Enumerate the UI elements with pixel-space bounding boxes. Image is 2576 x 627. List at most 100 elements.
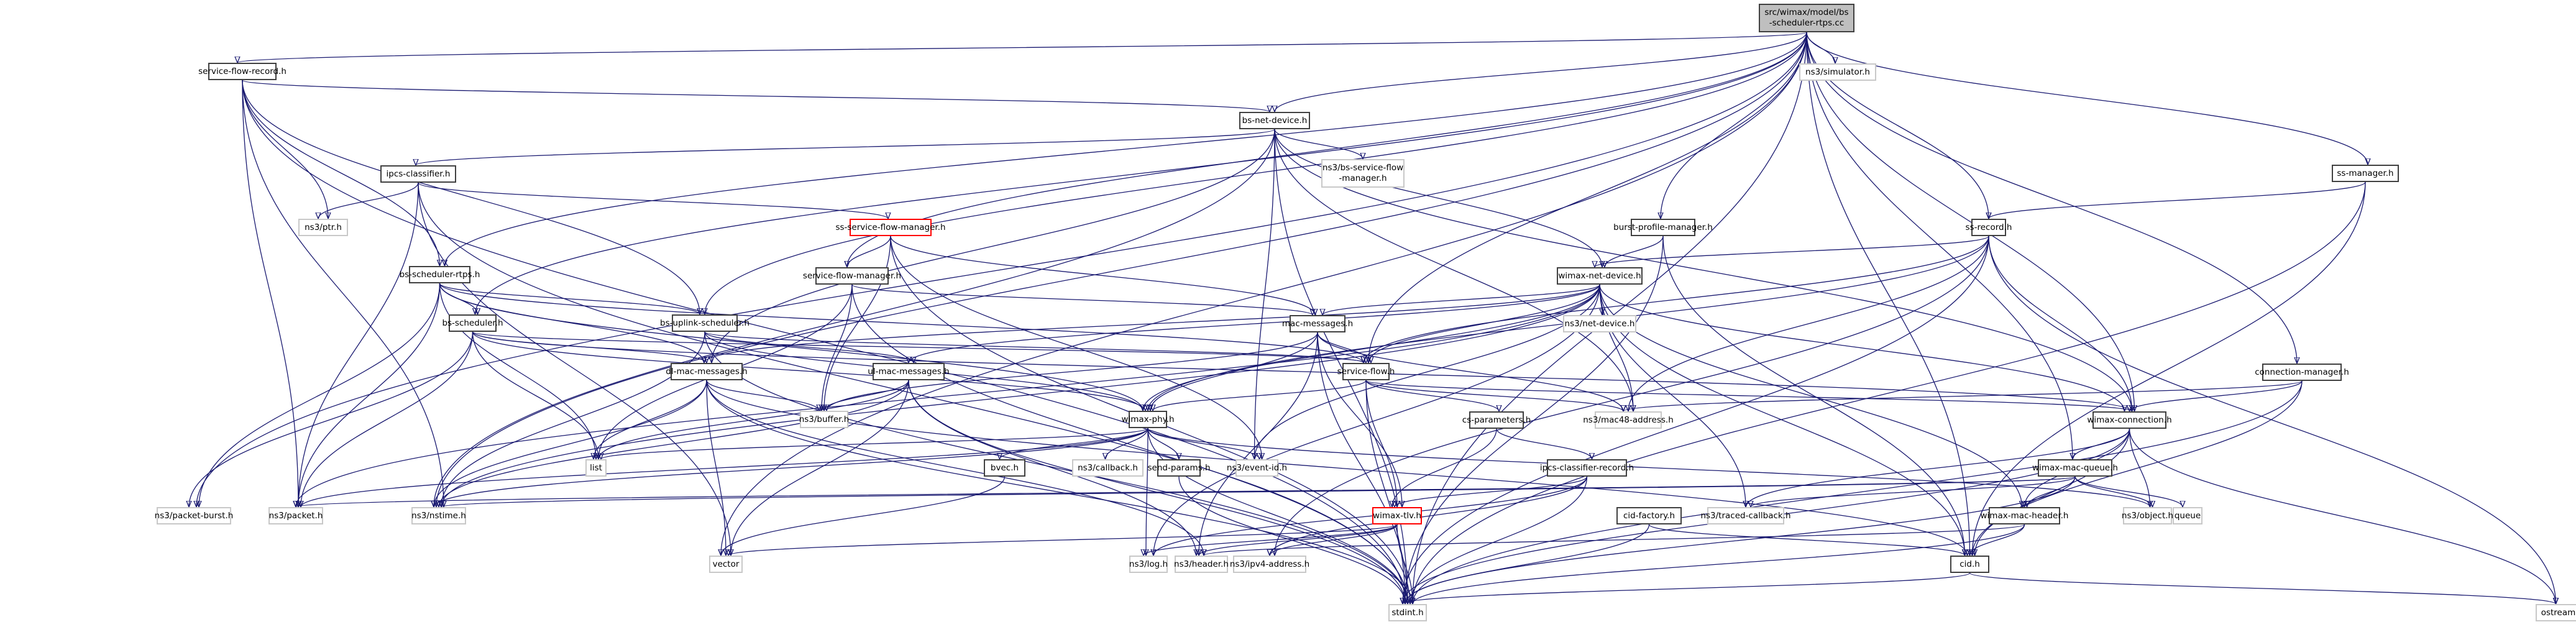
node-ns3-traced-callback[interactable]: ns3/traced-callback.h [1700, 507, 1791, 524]
node-ns3-packet[interactable]: ns3/packet.h [268, 507, 323, 524]
edge-wnd-to-mac48 [1599, 284, 1633, 411]
node-stdint[interactable]: stdint.h [1388, 604, 1427, 621]
node-ns3-object[interactable]: ns3/object.h [2122, 507, 2173, 524]
node-ns3-callback[interactable]: ns3/callback.h [1072, 459, 1144, 477]
node-ss-record[interactable]: ss-record.h [1966, 219, 2012, 236]
node-ns3-net-device[interactable]: ns3/net-device.h [1563, 315, 1636, 332]
edge-sfm-to-macmsg [851, 284, 1313, 316]
edge-dlmac-to-nstime [434, 380, 707, 507]
edge-dlmac-to-cid [706, 380, 1968, 556]
node-bs-scheduler[interactable]: bs-scheduler.h [442, 314, 503, 332]
edge-wconn-to-cid [1975, 428, 2130, 556]
edge-tlv-to-ipv4 [1270, 524, 1398, 556]
edge-sflow-to-tlv [1365, 380, 1397, 507]
node-mac-messages[interactable]: mac-messages.h [1282, 315, 1353, 332]
node-send-params[interactable]: send-params.h [1147, 459, 1211, 477]
node-bvec[interactable]: bvec.h [984, 459, 1025, 477]
node-service-flow[interactable]: service-flow.h [1337, 363, 1395, 380]
edge-root-to-bsnet [1275, 32, 1807, 112]
edge-bsul-to-stdint [704, 331, 1408, 604]
node-dl-mac-messages[interactable]: dl-mac-messages.h [666, 363, 748, 380]
edge-ipcs-to-packet [298, 182, 419, 507]
node-bs-uplink-scheduler[interactable]: bs-uplink-scheduler.h [660, 314, 749, 332]
edge-bsrtps-to-sflow [439, 283, 1364, 364]
node-ns3-log[interactable]: ns3/log.h [1129, 556, 1168, 573]
node-ns3-ipv4-address[interactable]: ns3/ipv4-address.h [1230, 556, 1309, 573]
edge-sflow-to-csparam [1365, 380, 1499, 412]
node-wimax-mac-queue[interactable]: wimax-mac-queue.h [2032, 459, 2118, 477]
node-wimax-net-device[interactable]: wimax-net-device.h [1557, 267, 1643, 285]
node-ns3-bs-service-flow-manager[interactable]: ns3/bs-service-flow -manager.h [1321, 159, 1405, 188]
edge-sflow-to-wconn [1365, 380, 2132, 412]
node-list[interactable]: list [585, 459, 607, 477]
edge-root-to-ssrec [1806, 32, 1989, 219]
node-cid-factory[interactable]: cid-factory.h [1616, 507, 1682, 524]
node-service-flow-manager[interactable]: service-flow-manager.h [803, 267, 901, 285]
node-ipcs-classifier-record[interactable]: ipcs-classifier-record.h [1540, 459, 1634, 477]
edge-cidf-to-stdint [1405, 524, 1650, 604]
edge-root-to-wmq [1806, 32, 2073, 459]
node-bs-net-device[interactable]: bs-net-device.h [1239, 112, 1310, 129]
node-ipcs-classifier[interactable]: ipcs-classifier.h [380, 165, 456, 183]
edge-sfr-to-bsnet [242, 80, 1270, 112]
node-wimax-phy[interactable]: wimax-phy.h [1121, 411, 1175, 428]
node-cid[interactable]: cid.h [1950, 556, 1989, 573]
node-ns3-header[interactable]: ns3/header.h [1174, 556, 1229, 573]
edge-root-to-vector [721, 32, 1807, 556]
edge-ipcs-to-vector [418, 182, 731, 556]
node-cs-parameters[interactable]: cs-parameters.h [1462, 411, 1531, 429]
edge-root-to-nstime [436, 32, 1807, 507]
edge-bsnet-to-dlmac [712, 129, 1275, 363]
node-burst-profile-manager[interactable]: burst-profile-manager.h [1613, 219, 1713, 236]
edge-bpm-to-cid [1662, 236, 1965, 556]
edge-wmh-to-stdint [1413, 524, 2025, 605]
edge-bssched-to-sflow [472, 331, 1367, 364]
edge-wnd-to-wmh [1599, 284, 2022, 507]
node-queue[interactable]: queue [2173, 507, 2202, 524]
edge-ssrec-to-sflow [1364, 236, 1989, 363]
edge-bsrtps-to-packet [298, 283, 441, 507]
node-ns3-nstime[interactable]: ns3/nstime.h [411, 507, 466, 524]
edge-macmsg-to-sflow [1317, 332, 1371, 364]
edge-macmsg-to-tlv [1317, 332, 1402, 507]
edge-tlv-to-header [1199, 524, 1398, 556]
root-file-node[interactable]: src/wimax/model/bs -scheduler-rtps.cc [1759, 4, 1854, 32]
node-vector[interactable]: vector [709, 556, 743, 573]
edge-ipcsrec-to-ipv4 [1270, 476, 1588, 556]
edge-wmq-to-nstime [441, 476, 2076, 507]
node-ns3-packet-burst[interactable]: ns3/packet-burst.h [155, 507, 233, 524]
node-ns3-event-id[interactable]: ns3/event-id.h [1227, 459, 1287, 477]
edge-wnd-to-ulmac [909, 284, 1600, 364]
node-bs-scheduler-rtps[interactable]: bs-scheduler-rtps.h [400, 266, 480, 283]
edge-wphy-to-sendp [1147, 428, 1179, 460]
edge-wconn-to-ostream [2129, 428, 2556, 604]
edge-root-to-bssched [475, 32, 1807, 314]
node-ns3-mac48-address[interactable]: ns3/mac48-address.h [1583, 411, 1674, 429]
node-ss-service-flow-manager[interactable]: ss-service-flow-manager.h [835, 219, 946, 236]
node-connection-manager[interactable]: connection-manager.h [2255, 364, 2349, 381]
edge-ipcs-to-sssfm [418, 182, 888, 219]
edge-sflow-to-stdint [1365, 380, 1405, 604]
edge-ssmgr-to-cid [1973, 181, 2366, 556]
edge-wphy-to-eventid [1147, 428, 1260, 460]
edge-ulmac-to-list [598, 380, 909, 460]
edge-tlv-to-vector [728, 524, 1398, 556]
edge-ipcsrec-to-stdint [1410, 476, 1588, 604]
node-ul-mac-messages[interactable]: ul-mac-messages.h [868, 363, 950, 380]
edge-wphy-to-list [601, 428, 1148, 460]
edge-wnd-to-dlmac [704, 284, 1600, 364]
edge-bsrtps-to-list [439, 283, 597, 459]
edge-ssrec-to-mac48 [1628, 236, 1989, 411]
node-ns3-buffer[interactable]: ns3/buffer.h [799, 411, 849, 428]
node-ns3-simulator[interactable]: ns3/simulator.h [1799, 63, 1876, 81]
edge-bsnet-to-bssfm [1274, 129, 1363, 160]
edge-ulmac-to-buffer [824, 380, 909, 411]
node-wimax-mac-header[interactable]: wimax-mac-header.h [1981, 507, 2068, 524]
edge-root-to-ssmgr [1806, 32, 2368, 165]
node-wimax-connection[interactable]: wimax-connection.h [2087, 411, 2172, 429]
node-ss-manager[interactable]: ss-manager.h [2332, 165, 2399, 182]
node-service-flow-record[interactable]: service-flow-record.h [198, 63, 286, 80]
node-ostream[interactable]: ostream [2536, 604, 2576, 621]
node-wimax-tlv[interactable]: wimax-tlv.h [1372, 507, 1422, 524]
node-ns3-ptr[interactable]: ns3/ptr.h [298, 219, 348, 236]
